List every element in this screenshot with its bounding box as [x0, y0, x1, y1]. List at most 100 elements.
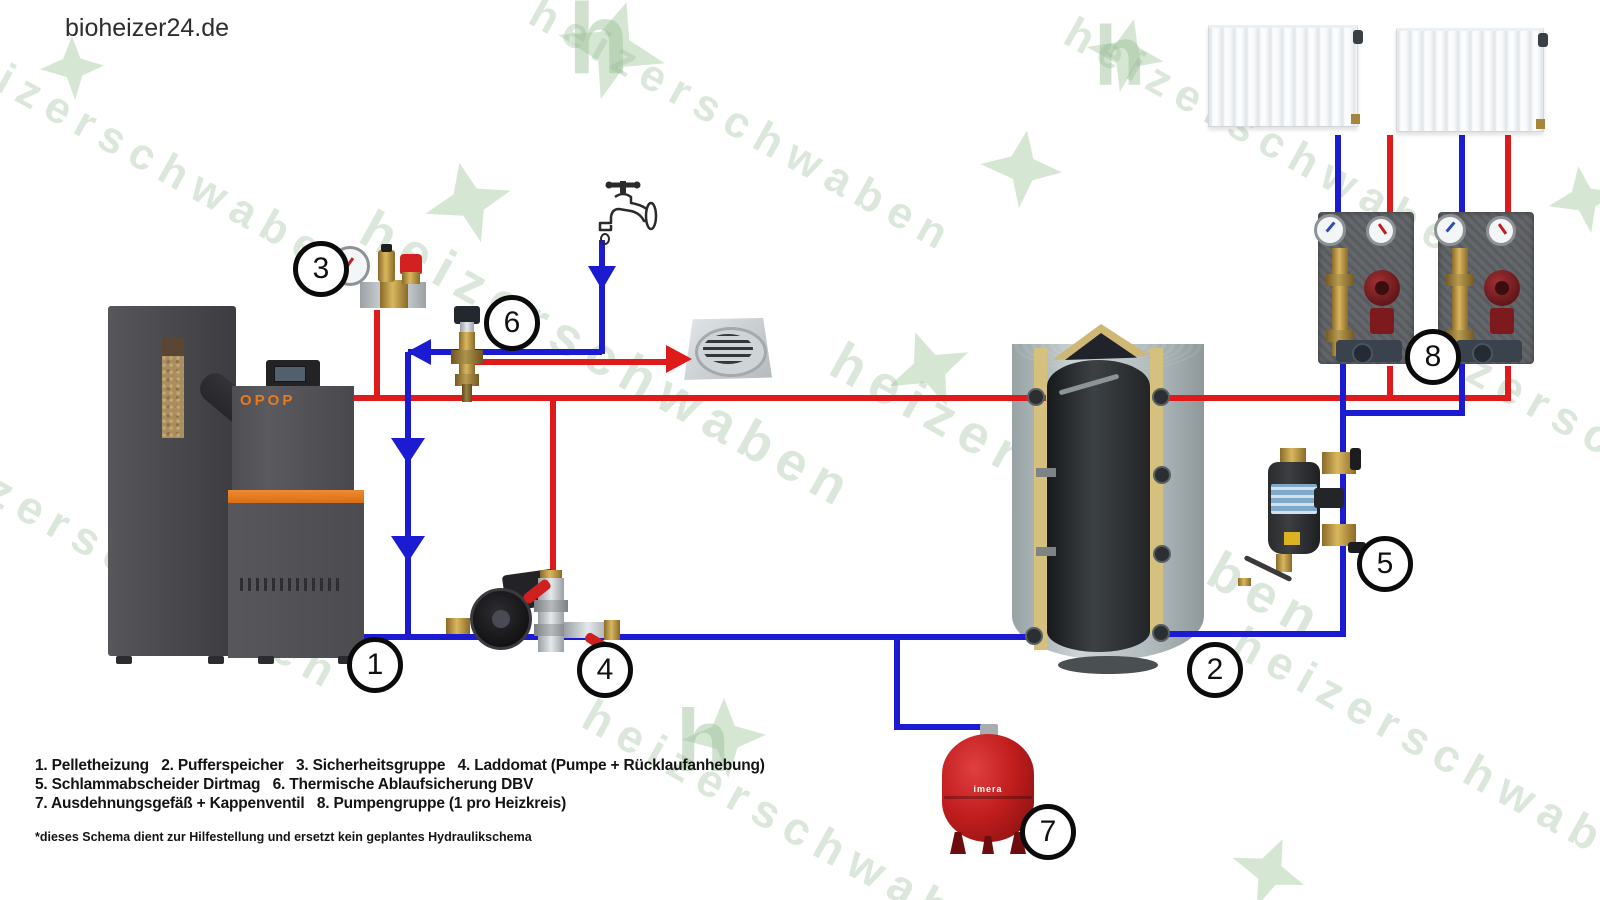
relief-valve-base — [402, 272, 420, 284]
boiler-upper-body: OPOP — [232, 386, 354, 502]
pipe-expansion-branch-h — [894, 724, 990, 730]
boiler-foot — [116, 656, 132, 664]
brass-flange — [1326, 330, 1354, 342]
pump-hub — [492, 610, 510, 628]
manifold-center — [380, 280, 408, 308]
pipe-returns-join — [1340, 410, 1465, 416]
boiler-foot — [258, 656, 274, 664]
vent-cap — [381, 244, 392, 252]
circulation-pump — [1364, 270, 1400, 306]
flow-arrow-left-icon — [407, 339, 431, 365]
marker-label: 6 — [503, 306, 521, 339]
pellet-window — [162, 356, 184, 438]
thermal-relief-valve — [450, 306, 484, 402]
thermometer-gauge — [1434, 214, 1466, 246]
water-tap — [585, 175, 660, 247]
flow-arrow-down-icon — [391, 438, 425, 464]
thermometer-gauge — [1486, 216, 1516, 246]
pipe-radiator1-return — [1335, 135, 1341, 213]
radiator — [1208, 25, 1363, 127]
burner-orange-top — [228, 490, 364, 503]
vessel-seam — [944, 796, 1032, 799]
gauge-needle — [1377, 223, 1388, 235]
brass-flange — [1326, 274, 1354, 286]
marker-label: 8 — [1424, 340, 1442, 373]
marker-label: 2 — [1206, 653, 1224, 686]
inner-tank — [1047, 360, 1150, 652]
warning-sticker — [1284, 532, 1300, 545]
pipe-return-to-tank — [1163, 631, 1346, 637]
vessel-leg — [982, 836, 994, 854]
display-screen — [274, 366, 306, 382]
drain-grate — [703, 334, 753, 364]
gauge-needle — [1325, 221, 1336, 233]
canister-cap — [1280, 448, 1306, 464]
thermometer-gauge — [1314, 214, 1346, 246]
marker-label: 7 — [1039, 815, 1057, 848]
group-base-box — [1456, 340, 1522, 364]
pipe-tank-port-stub — [1158, 395, 1204, 401]
site-title: bioheizer24.de — [65, 14, 230, 42]
watermark-leaf — [1219, 824, 1318, 900]
tank-port — [1152, 624, 1170, 642]
tank-port — [1153, 466, 1171, 484]
pipe-laddomat-drop — [550, 398, 556, 584]
pipe-expansion-branch-v — [894, 636, 900, 730]
drain-fitting — [1276, 554, 1292, 572]
burner-box — [228, 490, 364, 658]
marker-7: 7 — [1020, 804, 1076, 860]
pipe-tap-drop — [599, 240, 605, 354]
flow-arrow-right-icon — [666, 345, 692, 373]
valve-hex — [534, 624, 568, 636]
pipe-boiler-return-drop — [405, 352, 411, 640]
radiator-valve-knob — [1538, 33, 1548, 47]
valve-hex — [455, 374, 479, 386]
valve-arm — [564, 622, 612, 638]
legend-line: 1. Pelletheizung 2. Pufferspeicher 3. Si… — [35, 757, 765, 774]
boiler-foot — [208, 656, 224, 664]
pump-valve — [1370, 308, 1394, 334]
watermark-leaf-h: h — [676, 691, 730, 790]
legend-line: 7. Ausdehnungsgefäß + Kappenventil 8. Pu… — [35, 795, 567, 812]
hose-end — [1238, 578, 1251, 586]
relief-valve-cap — [400, 254, 422, 274]
pipe-safety-group-stub — [374, 310, 380, 398]
vent-slots — [240, 578, 340, 591]
radiator — [1396, 28, 1548, 132]
watermark-leaf-h: h — [1094, 9, 1146, 103]
valve-cap — [454, 306, 480, 324]
gauge-needle — [1497, 223, 1508, 235]
marker-8: 8 — [1405, 329, 1461, 385]
pump-cap — [1495, 281, 1509, 295]
marker-4: 4 — [577, 642, 633, 698]
insulation-edge — [1034, 348, 1047, 650]
pump-inlet-fitting — [446, 618, 470, 634]
marker-5: 5 — [1357, 536, 1413, 592]
boiler-logo: OPOP — [240, 392, 296, 409]
tank-base — [1058, 656, 1158, 674]
tank-port — [1153, 545, 1171, 563]
dirt-separator — [1238, 436, 1366, 588]
pump-valve — [1490, 308, 1514, 334]
marker-2: 2 — [1187, 642, 1243, 698]
valve-hex — [534, 600, 568, 612]
marker-label: 3 — [312, 252, 330, 285]
valve-hex — [451, 350, 483, 364]
radiator-fitting — [1536, 119, 1545, 129]
pipe-tank-to-pumpgroups — [1166, 395, 1511, 401]
tank-port — [1027, 388, 1045, 406]
buffer-tank — [1012, 318, 1204, 680]
pipe-boiler-return — [350, 634, 1046, 640]
watermark-leaf — [974, 124, 1067, 214]
isolation-valve — [1322, 452, 1356, 474]
cut-port-stub — [1036, 547, 1056, 556]
marker-3: 3 — [293, 241, 349, 297]
legend-line: 5. Schlammabscheider Dirtmag 6. Thermisc… — [35, 776, 534, 793]
isolation-valve — [1322, 524, 1356, 546]
pipe-riser-group1 — [1387, 366, 1393, 398]
valve-neck — [460, 322, 474, 332]
base-cap — [1472, 343, 1493, 364]
flow-arrow-down-icon — [588, 266, 616, 290]
tank-port — [1152, 388, 1170, 406]
pipe-radiator1-feed — [1387, 135, 1393, 213]
